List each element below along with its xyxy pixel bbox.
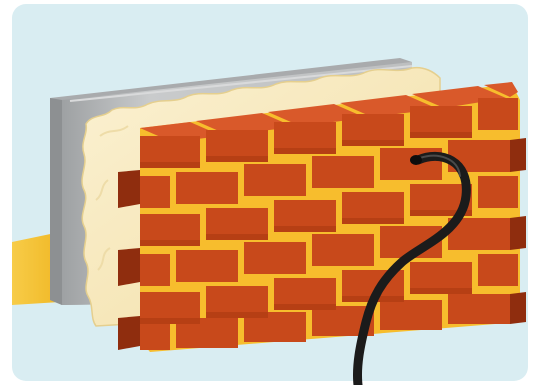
illustration-frame [0, 0, 534, 385]
cavity-wall-illustration [0, 0, 534, 385]
